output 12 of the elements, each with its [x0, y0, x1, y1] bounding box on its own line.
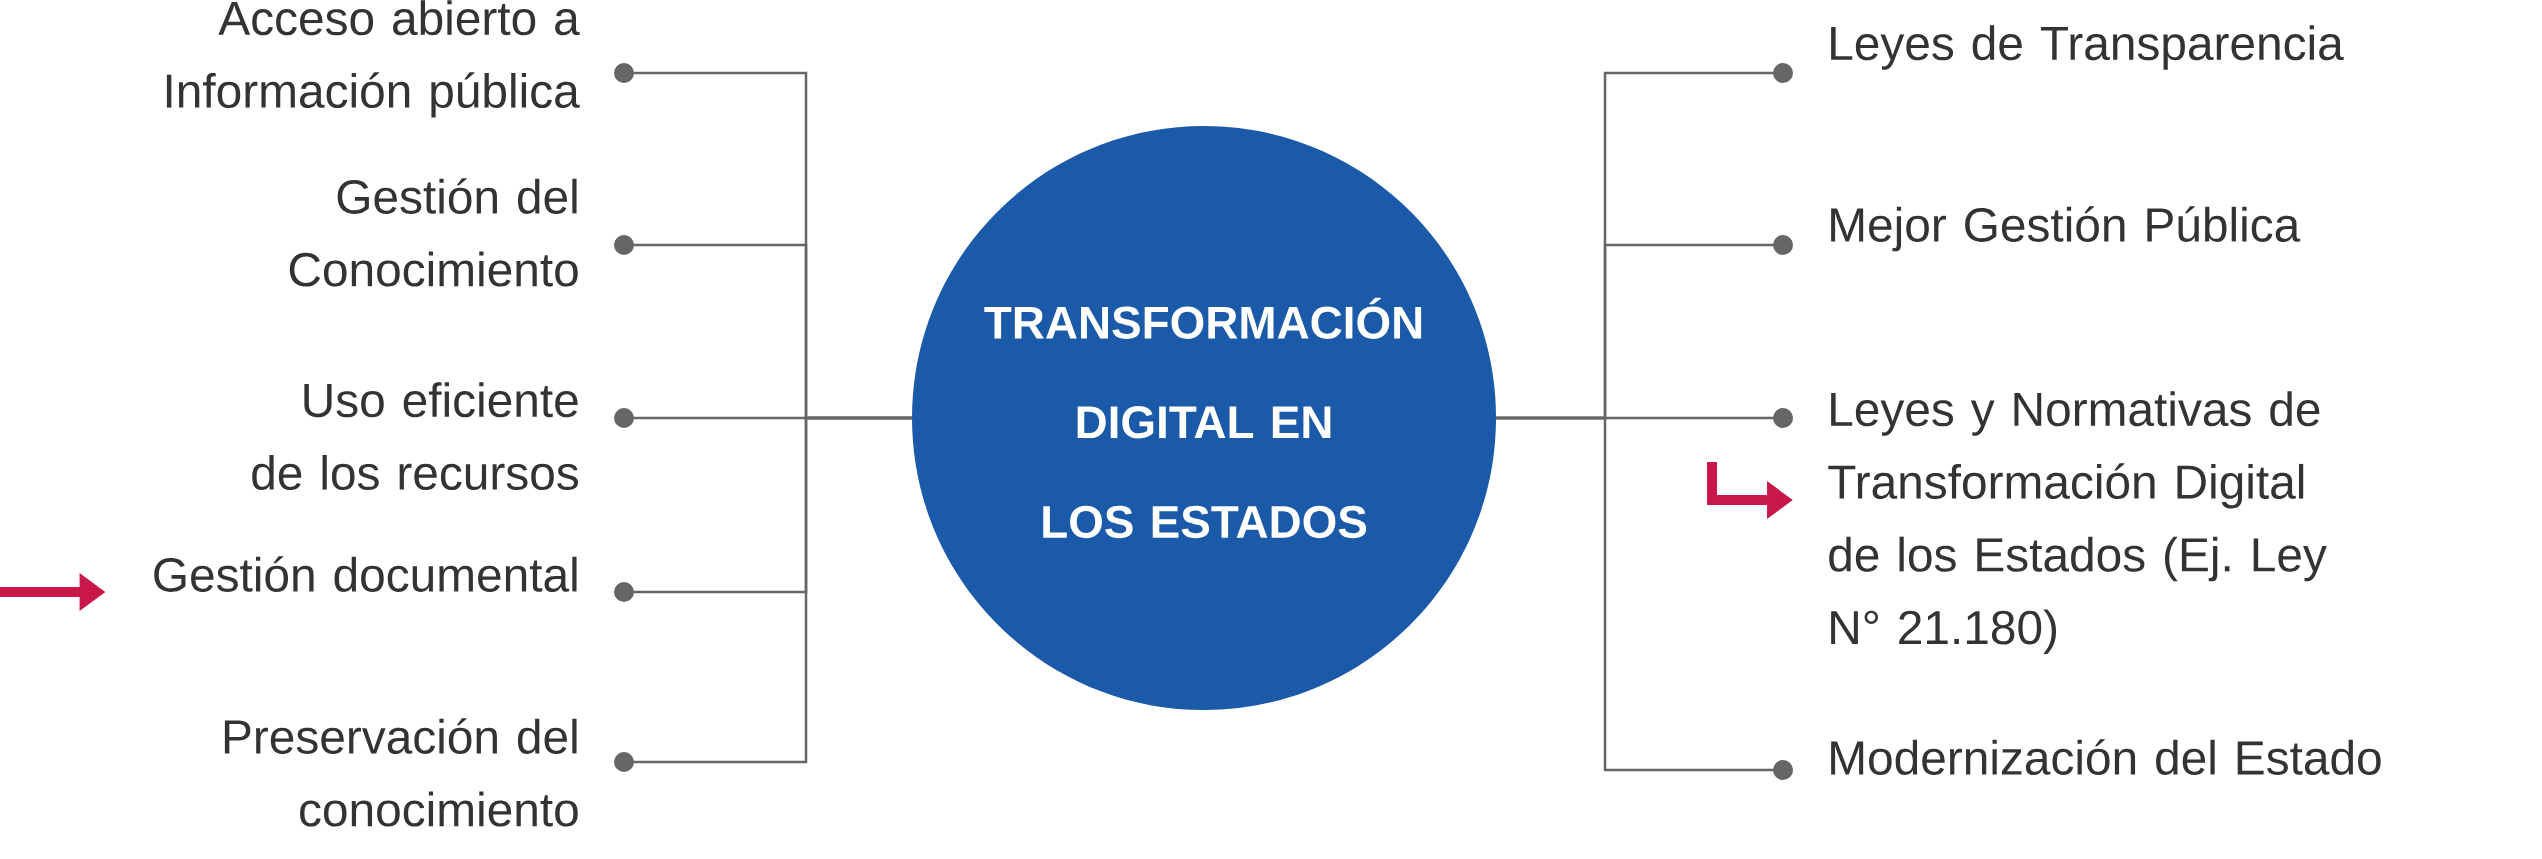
circle-node: TRANSFORMACIÓN DIGITAL EN LOS ESTADOS — [912, 126, 1496, 710]
list-item-text: Mejor Gestión Pública — [1831, 206, 2301, 252]
list-item-text: Acceso abierto a Información pública — [166, 0, 580, 118]
list-item-text: Leyes y Normativas de Transformación Digital de los Estados (Ej. Ley N° 21.180) — [1828, 391, 2327, 654]
list-item-text: Leyes de Transparencia — [1831, 25, 2344, 70]
list-item-text: Gestión documental — [154, 556, 577, 592]
connector — [614, 416, 912, 772]
list-item-text: Preservación del conocimiento — [224, 718, 578, 827]
list-item-text: Modernización del Estado — [1831, 739, 2381, 775]
list-item-text: Gestión del Conocimiento — [289, 178, 578, 287]
list-item-text: Uso eficiente de los recursos — [252, 382, 578, 491]
connector — [1496, 416, 1794, 780]
